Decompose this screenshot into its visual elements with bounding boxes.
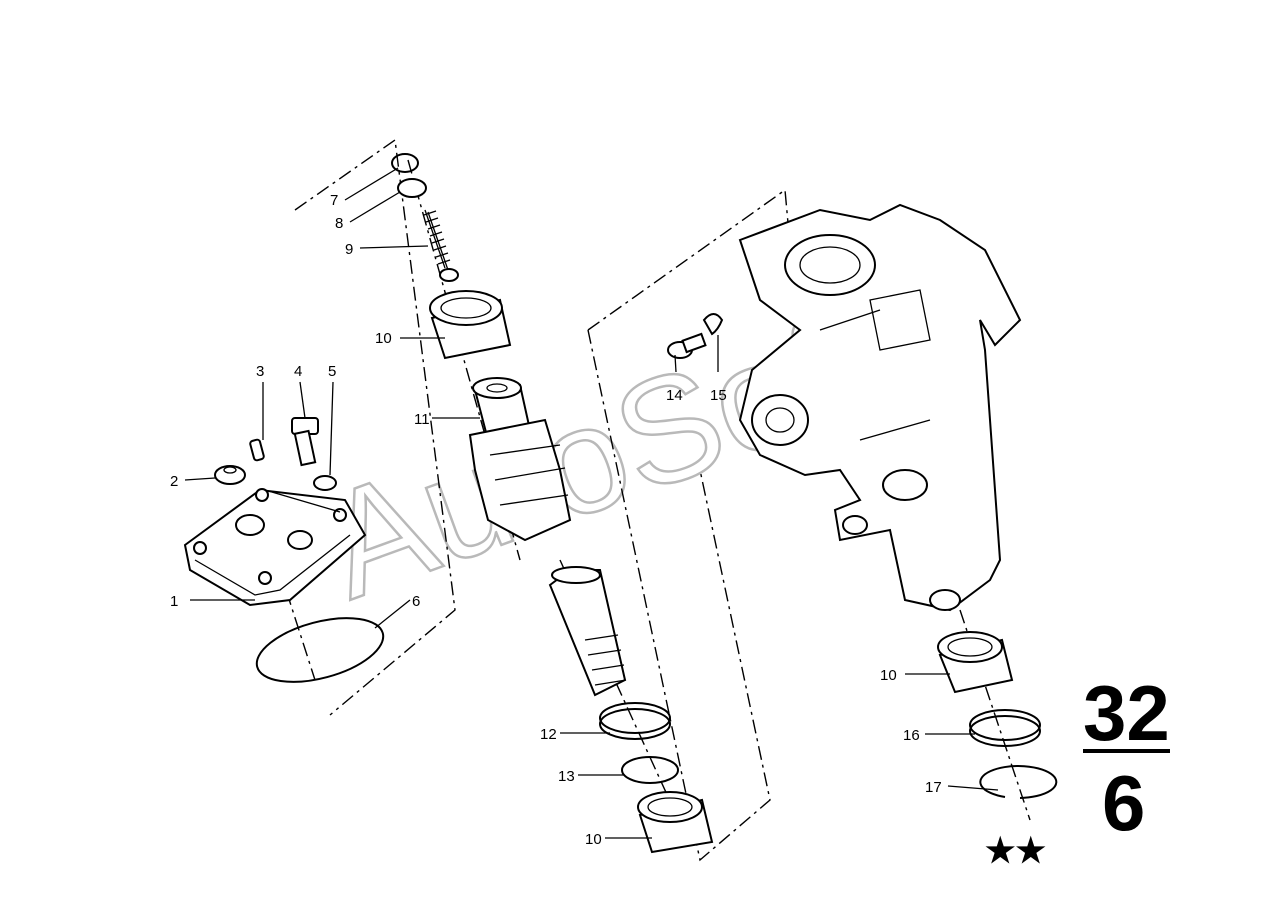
callout-13: 13 bbox=[558, 768, 575, 785]
seal-12 bbox=[599, 702, 671, 740]
seal-16 bbox=[969, 709, 1041, 747]
callout-7: 7 bbox=[330, 192, 338, 209]
nut bbox=[214, 465, 246, 485]
grease-nipple bbox=[249, 438, 265, 462]
washer-13 bbox=[621, 756, 679, 784]
circlip-7 bbox=[391, 153, 419, 173]
callout-11: 11 bbox=[414, 411, 430, 428]
star-marks: ★★ bbox=[985, 832, 1046, 870]
callout-4: 4 bbox=[294, 363, 302, 380]
bolt bbox=[291, 417, 319, 467]
callout-17: 17 bbox=[925, 779, 942, 796]
needle-bearing-right bbox=[937, 631, 1014, 694]
callout-15: 15 bbox=[710, 387, 727, 404]
sub-number: 6 bbox=[1102, 759, 1145, 847]
worm-gear-11 bbox=[468, 377, 572, 542]
o-ring bbox=[255, 617, 385, 683]
steering-cover bbox=[183, 488, 367, 607]
center-frame-lower bbox=[587, 329, 771, 862]
callout-10-top: 10 bbox=[375, 330, 392, 347]
callout-14: 14 bbox=[666, 387, 683, 404]
washer-5 bbox=[313, 475, 337, 491]
callout-10-right: 10 bbox=[880, 667, 897, 684]
leader-lines bbox=[184, 167, 999, 839]
group-reference: 32 6 ★★ bbox=[985, 669, 1170, 870]
callout-9: 9 bbox=[345, 241, 353, 258]
worm-shaft bbox=[548, 566, 627, 697]
washer-8 bbox=[397, 178, 427, 198]
cap-15 bbox=[702, 313, 724, 336]
steering-gear-housing bbox=[738, 203, 1022, 612]
callout-2: 2 bbox=[170, 473, 178, 490]
callout-5: 5 bbox=[328, 363, 336, 380]
callout-8: 8 bbox=[335, 215, 343, 232]
callout-6: 6 bbox=[412, 593, 420, 610]
circlip-17 bbox=[979, 765, 1058, 799]
callout-1: 1 bbox=[170, 593, 178, 610]
callouts: 1 2 3 4 5 6 7 8 9 10 11 12 13 10 14 15 1… bbox=[170, 192, 942, 848]
callout-3: 3 bbox=[256, 363, 264, 380]
callout-16: 16 bbox=[903, 727, 920, 744]
left-frame bbox=[294, 138, 456, 716]
needle-bearing-bottom bbox=[637, 791, 714, 854]
needle-bearing-top bbox=[429, 290, 512, 360]
spring-9 bbox=[423, 209, 459, 282]
bleed-screw-14 bbox=[667, 332, 707, 359]
callout-10-bottom: 10 bbox=[585, 831, 602, 848]
callout-12: 12 bbox=[540, 726, 557, 743]
group-number: 32 bbox=[1083, 669, 1170, 757]
